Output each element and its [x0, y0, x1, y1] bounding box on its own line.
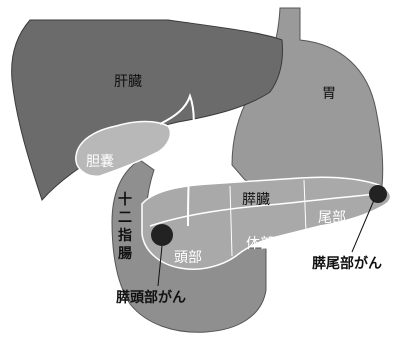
tail-section-label: 尾部 — [318, 210, 346, 226]
duodenum-label-3: 指 — [118, 227, 132, 244]
head-cancer-label: 膵頭部がん — [116, 289, 186, 306]
duodenum-label-1: 十 — [118, 191, 132, 208]
head-section-label: 頭部 — [174, 250, 202, 266]
liver-label: 肝臓 — [114, 74, 142, 90]
gallbladder-label: 胆嚢 — [86, 154, 114, 170]
pancreas-label: 膵臓 — [242, 192, 270, 208]
duodenum-label-2: 二 — [118, 210, 132, 226]
tail-cancer-label: 膵尾部がん — [312, 255, 382, 272]
duodenum-label-4: 腸 — [118, 245, 132, 262]
tumor-head — [151, 224, 173, 246]
stomach-label: 胃 — [322, 86, 336, 102]
body-section-label: 体部 — [246, 236, 274, 252]
tumor-tail — [369, 185, 387, 203]
